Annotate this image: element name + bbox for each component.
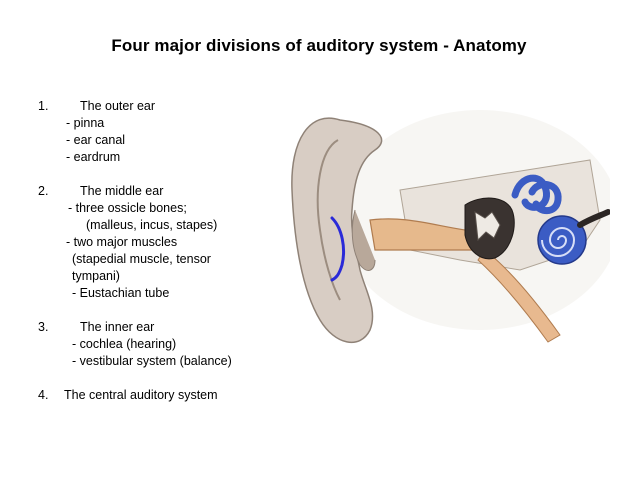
- slide-title: Four major divisions of auditory system …: [111, 36, 527, 55]
- eustachian-tube: [477, 249, 561, 343]
- item-2-sub-6: - Eustachian tube: [72, 286, 170, 300]
- pinna: [291, 117, 383, 344]
- item-2-sub-5: tympani): [72, 269, 120, 283]
- item-3-heading: The inner ear: [80, 320, 155, 334]
- item-1-number: 1.: [38, 99, 49, 113]
- item-1-sub-3: - eardrum: [66, 150, 121, 164]
- item-2-sub-1: - three ossicle bones;: [68, 201, 187, 215]
- ossicles: [474, 211, 501, 242]
- item-3-number: 3.: [38, 320, 49, 334]
- item-2-heading: The middle ear: [80, 184, 164, 198]
- auditory-nerve: [577, 209, 610, 228]
- item-2-sub-4: (stapedial muscle, tensor: [72, 252, 211, 266]
- item-4-number: 4.: [38, 388, 49, 402]
- semicircular-canals: [511, 174, 562, 215]
- item-1-sub-2: - ear canal: [66, 133, 126, 147]
- item-4-heading: The central auditory system: [64, 388, 218, 402]
- eardrum-highlight: [330, 216, 346, 282]
- item-3-sub-2: - vestibular system (balance): [72, 354, 232, 368]
- cochlea: [537, 215, 587, 265]
- ear-anatomy-illustration: [291, 110, 610, 344]
- item-2-sub-3: - two major muscles: [66, 235, 178, 249]
- item-2-number: 2.: [38, 184, 49, 198]
- item-3-sub-1: - cochlea (hearing): [72, 337, 177, 351]
- pinna-inner-fold: [316, 139, 341, 301]
- item-1-heading: The outer ear: [80, 99, 156, 113]
- item-2-sub-2: (malleus, incus, stapes): [86, 218, 218, 232]
- item-1-sub-1: - pinna: [66, 116, 105, 130]
- cochlea-spiral: [541, 227, 576, 257]
- concha: [351, 209, 376, 271]
